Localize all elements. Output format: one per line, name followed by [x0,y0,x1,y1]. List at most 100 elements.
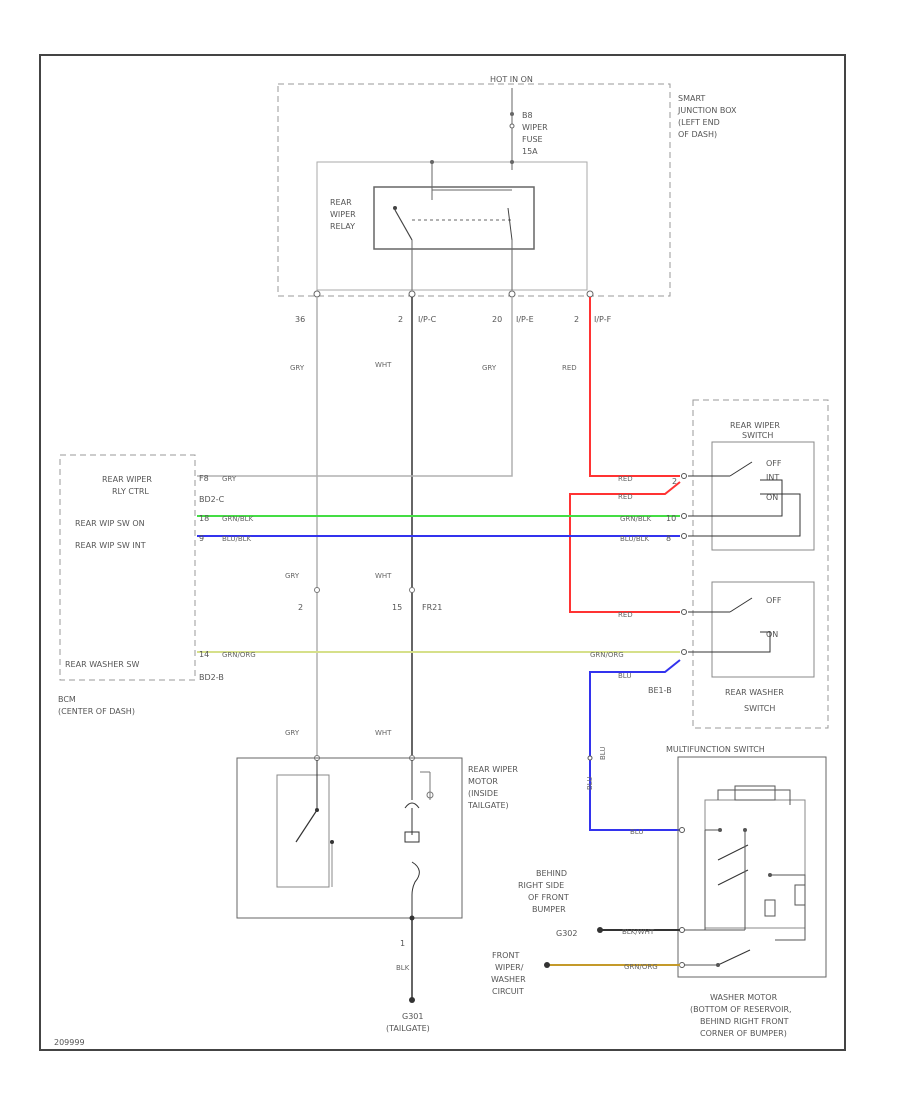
washer-wire-red: RED [618,611,633,619]
washer-motor-top-rect [734,785,776,801]
sw-pin-2: 2 [672,477,677,486]
washer-switch-title-1: REAR WASHER [725,688,784,697]
fuse-terminal-top [510,112,514,116]
wire-wht-1: WHT [375,361,392,369]
washer-motor-inner [704,799,806,929]
jb-pin-2-b: 2 [574,315,579,324]
behind-bumper-5: G302 [556,929,577,938]
wire-red-washer [569,481,681,613]
hot-feed-label: HOT IN ON [490,75,533,84]
bcm-wire-blu-blk: BLU/BLK [222,535,252,543]
bcm-conn-bd2c: BD2-C [199,495,225,504]
behind-bumper-2: RIGHT SIDE [518,881,564,890]
ground-wire-blk: BLK [396,964,410,972]
rear-wiper-int: INT [766,473,779,482]
sw-wire-red-1: RED [618,475,633,483]
ground-location: (TAILGATE) [386,1024,430,1033]
fuse-label-4: 15A [522,147,538,156]
fuse-label-2: WIPER [522,123,548,132]
relay-label-3: RELAY [330,222,355,231]
figure-id: 209999 [54,1038,85,1047]
front-wiper-4: CIRCUIT [492,987,524,996]
relay-label-2: WIPER [330,210,356,219]
wire-gry-bcm [197,297,513,477]
diagram-frame [39,54,846,1051]
bcm-rear-wip-int: REAR WIP SW INT [75,541,146,550]
bcm-wire-gry: GRY [222,475,237,483]
bcm-wire-grn-org: GRN/ORG [222,651,256,659]
bcm-pin-9: 9 [199,534,204,543]
wire-gry-2: GRY [482,364,497,372]
smart-jb-label-3: (LEFT END [678,118,720,127]
washer-motor-element-1 [764,899,776,917]
rear-wiper-off: OFF [766,459,782,468]
sw-wire-blu-blk: BLU/BLK [620,535,650,543]
bcm-conn-bd2b: BD2-B [199,673,224,682]
mid-wire-wht: WHT [375,572,392,580]
sw-pin-10: 10 [666,514,676,523]
front-wiper-2: WIPER/ [495,963,524,972]
wire-gry-1: GRY [290,364,305,372]
smart-jb-label-4: OF DASH) [678,130,717,139]
washer-wire-grn-org: GRN/ORG [590,651,624,659]
washer-off: OFF [766,596,782,605]
rear-switch-housing [692,399,829,729]
washer-conn-be1b: BE1-B [648,686,672,695]
wire-red-1: RED [562,364,577,372]
wire-red-switch [589,297,680,477]
motor-armature [404,831,420,843]
front-wiper-1: FRONT [492,951,519,960]
fr21-conn: FR21 [422,603,442,612]
jb-conn-ipf: I/P-F [594,315,612,324]
ground-name: G301 [402,1012,423,1021]
rear-wiper-on: ON [766,493,778,502]
washer-in-blu: BLU [630,828,643,836]
washer-motor-title-4: CORNER OF BUMPER) [700,1029,787,1038]
bcm-wire-grn-blk: GRN/BLK [222,515,254,523]
washer-motor-title-1: WASHER MOTOR [710,993,778,1002]
bcm-pin-f8: F8 [199,474,209,483]
bcm-pin-14: 14 [199,650,209,659]
multifunction-switch-label: MULTIFUNCTION SWITCH [666,745,765,754]
bcm-rly-ctrl-1: REAR WIPER [102,475,152,484]
motor-winding-1 [404,802,420,809]
rear-wiper-switch [711,441,815,551]
motor-wire-gry: GRY [285,729,300,737]
motor-label-3: (INSIDE [468,789,498,798]
rear-washer-switch [711,581,815,678]
ground-pin-1: 1 [400,939,405,948]
sw-pin-8: 8 [666,534,671,543]
washer-wire-blu: BLU [618,672,631,680]
rear-wiper-relay [373,186,535,250]
jb-pin-36: 36 [295,315,305,324]
washer-motor-box [677,756,827,978]
fuse-label-1: B8 [522,111,533,120]
fr21-pin-2: 2 [298,603,303,612]
behind-bumper-4: BUMPER [532,905,566,914]
washer-motor-title-3: BEHIND RIGHT FRONT [700,1017,789,1026]
fr21-pin-15: 15 [392,603,402,612]
blu-vertical-b: BLU [586,777,594,790]
sw-wire-grn-blk: GRN/BLK [620,515,652,523]
motor-wire-wht: WHT [375,729,392,737]
smart-jb-label-2: JUNCTION BOX [677,106,737,115]
washer-motor-element-2 [794,884,806,906]
jb-pin-20: 20 [492,315,502,324]
washer-motor-relay-coil [717,789,791,805]
smart-jb-label-1: SMART [678,94,705,103]
bcm-name: BCM [58,695,76,704]
motor-park-switch [276,774,330,888]
behind-bumper-3: OF FRONT [528,893,569,902]
jb-conn-ipc: I/P-C [418,315,437,324]
fuse-label-3: FUSE [522,135,543,144]
wire-blu-washer [589,659,681,831]
washer-in-tan: GRN/ORG [624,963,658,971]
bcm-rear-wip-on: REAR WIP SW ON [75,519,145,528]
jb-pin-2-a: 2 [398,315,403,324]
motor-label-4: TAILGATE) [467,801,509,810]
washer-switch-title-2: SWITCH [744,704,775,713]
blu-vertical-a: BLU [599,747,607,760]
smart-junction-box-outline [277,83,671,297]
motor-label-1: REAR WIPER [468,765,518,774]
